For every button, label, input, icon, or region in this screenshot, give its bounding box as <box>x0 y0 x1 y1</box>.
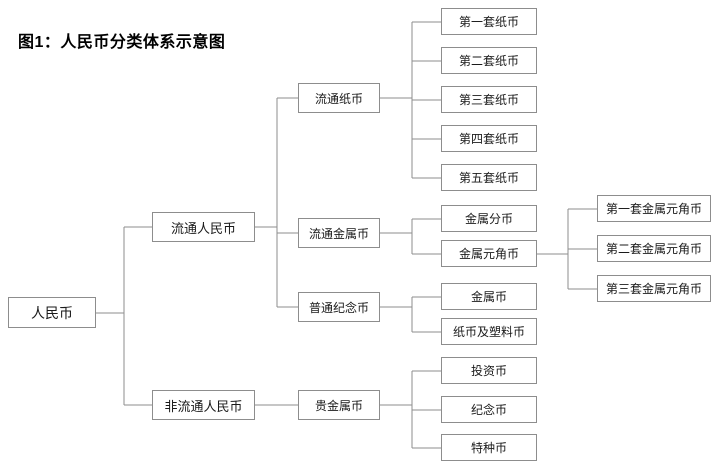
node-box-invest[interactable]: 投资币 <box>441 357 537 384</box>
node-label: 第四套纸币 <box>458 132 519 146</box>
node-label: 纸币及塑料币 <box>452 325 525 339</box>
node-box-p1[interactable]: 第一套纸币 <box>441 8 537 35</box>
node-label: 流通人民币 <box>170 220 236 236</box>
node-label: 第三套金属元角币 <box>605 282 702 296</box>
node-box-cm_paper[interactable]: 纸币及塑料币 <box>441 318 537 345</box>
node-box-commem[interactable]: 普通纪念币 <box>298 292 380 322</box>
node-box-p5[interactable]: 第五套纸币 <box>441 164 537 191</box>
node-label: 人民币 <box>31 304 73 321</box>
node-label: 流通金属币 <box>308 226 369 241</box>
node-box-cm_metal[interactable]: 金属币 <box>441 283 537 310</box>
node-label: 第二套纸币 <box>458 54 519 68</box>
node-label: 第一套纸币 <box>458 15 519 29</box>
node-label: 第三套纸币 <box>458 93 519 107</box>
node-box-yj3[interactable]: 第三套金属元角币 <box>597 275 711 302</box>
node-box-fen[interactable]: 金属分币 <box>441 205 537 232</box>
node-label: 纪念币 <box>470 403 507 417</box>
node-box-commem2[interactable]: 纪念币 <box>441 396 537 423</box>
node-box-special[interactable]: 特种币 <box>441 434 537 461</box>
node-box-p2[interactable]: 第二套纸币 <box>441 47 537 74</box>
page-title: 图1：人民币分类体系示意图 <box>18 34 226 51</box>
node-box-metal[interactable]: 流通金属币 <box>298 218 380 248</box>
node-label: 贵金属币 <box>314 398 363 413</box>
node-label: 普通纪念币 <box>308 300 369 315</box>
node-box-p3[interactable]: 第三套纸币 <box>441 86 537 113</box>
node-label: 第二套金属元角币 <box>605 242 702 256</box>
node-box-rmb[interactable]: 人民币 <box>8 297 96 328</box>
node-label: 非流通人民币 <box>164 398 243 414</box>
node-box-p4[interactable]: 第四套纸币 <box>441 125 537 152</box>
node-box-noncirc[interactable]: 非流通人民币 <box>152 390 255 420</box>
node-box-circ[interactable]: 流通人民币 <box>152 212 255 242</box>
node-box-precious[interactable]: 贵金属币 <box>298 390 380 420</box>
node-label: 金属分币 <box>464 212 513 226</box>
node-label: 第一套金属元角币 <box>605 202 702 216</box>
node-box-yj1[interactable]: 第一套金属元角币 <box>597 195 711 222</box>
node-label: 第五套纸币 <box>458 171 519 185</box>
node-label: 金属币 <box>470 290 507 304</box>
node-label: 投资币 <box>470 364 507 378</box>
node-box-yuanjiao[interactable]: 金属元角币 <box>441 240 537 267</box>
node-label: 流通纸币 <box>314 91 363 106</box>
node-label: 金属元角币 <box>458 247 519 261</box>
node-box-yj2[interactable]: 第二套金属元角币 <box>597 235 711 262</box>
node-label: 特种币 <box>470 441 507 455</box>
node-box-paper[interactable]: 流通纸币 <box>298 83 380 113</box>
